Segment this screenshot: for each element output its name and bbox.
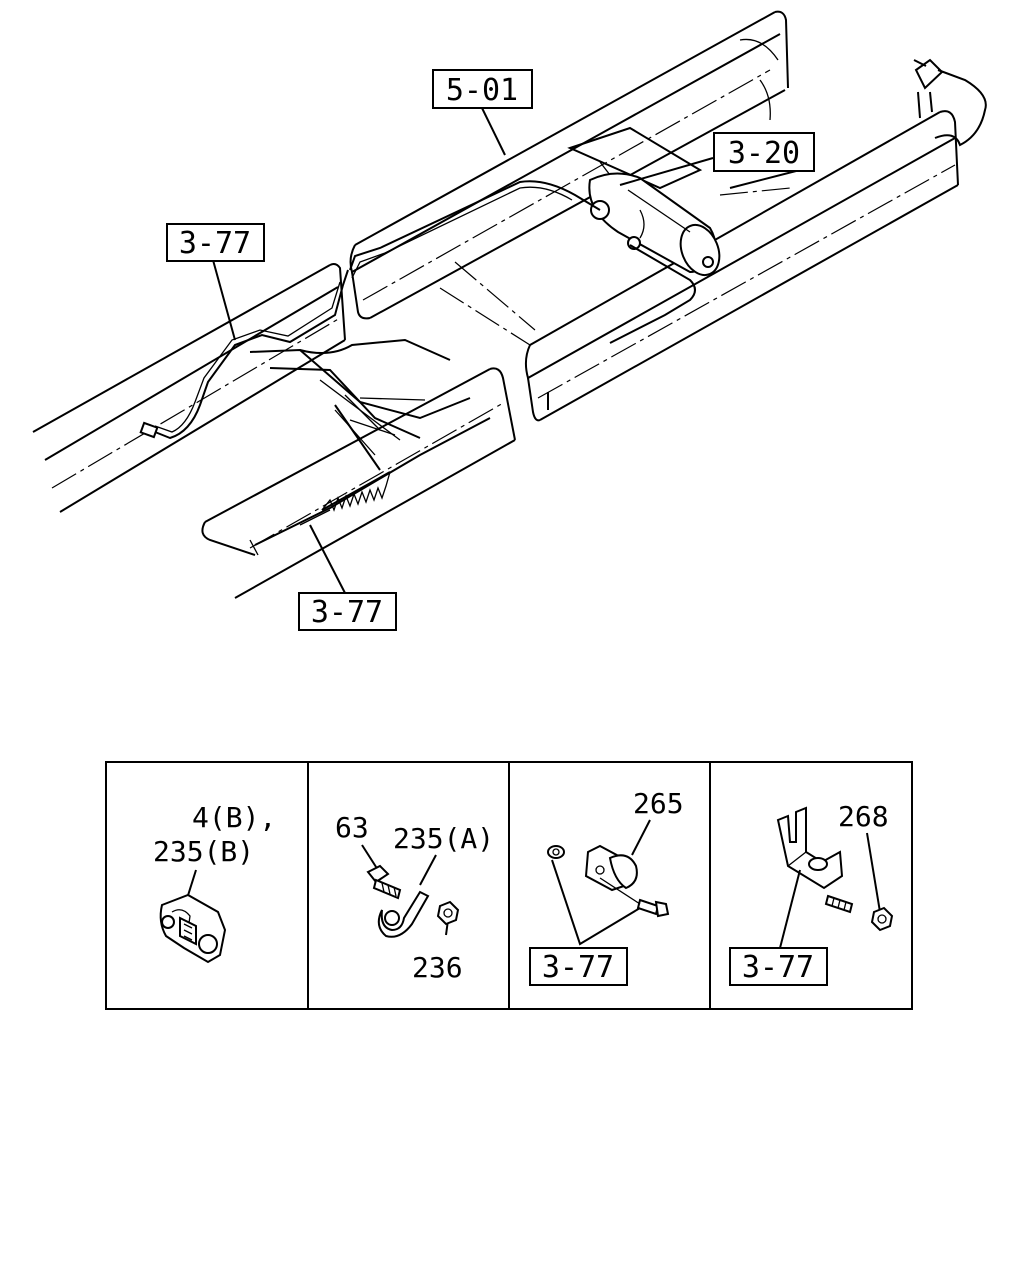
- bolt-part-2: [599, 877, 670, 918]
- cross-members: [249, 126, 801, 471]
- brake-cable: [254, 417, 491, 546]
- air-tank: [588, 172, 721, 277]
- washer-part: [547, 845, 565, 859]
- chassis-frame-drawing: 5-01 3-20 3-77 3-77: [32, 10, 987, 631]
- detail-panel-2: 63 235(A) 236: [335, 811, 494, 984]
- panel-4-ref: 3-77: [742, 950, 814, 985]
- stud-part: [824, 894, 854, 914]
- callout-tank: 3-20: [713, 132, 815, 172]
- brake-pipes: [139, 58, 987, 440]
- lower-frame-rail: [201, 367, 516, 599]
- callout-frame: 5-01: [432, 69, 533, 109]
- p-clip-part: [377, 890, 430, 938]
- cable-spring: [321, 471, 391, 512]
- callout-frame-label: 5-01: [446, 73, 518, 108]
- panel-4-part-a: 268: [838, 800, 889, 833]
- callout-tank-label: 3-20: [728, 136, 800, 171]
- flange-nut-part: [870, 906, 894, 932]
- callout-leaders: [212, 107, 714, 594]
- callout-pipe-bottom: 3-77: [298, 592, 397, 631]
- callout-pipe-left-label: 3-77: [179, 226, 251, 261]
- panel-2-part-b: 235(A): [393, 822, 494, 855]
- callout-pipe-left: 3-77: [166, 223, 265, 262]
- panel-2-part-a: 63: [335, 811, 369, 844]
- right-frame-rail: [349, 10, 789, 320]
- callout-pipe-bottom-label: 3-77: [311, 595, 383, 630]
- nut-part: [436, 900, 460, 926]
- detail-panel-1: 4(B), 235(B): [153, 801, 276, 964]
- detail-panel-3: 265 3-77: [529, 787, 684, 986]
- panel-3-part-a: 265: [633, 787, 684, 820]
- panel-1-label-line1: 4(B),: [192, 801, 276, 834]
- panel-2-part-c: 236: [412, 951, 463, 984]
- detail-panel-4: 268 3-77: [729, 800, 894, 986]
- bolt-part: [366, 864, 402, 900]
- l-bracket-part: [776, 806, 844, 890]
- detail-panels: 4(B), 235(B) 63 235(A) 236: [105, 761, 913, 1010]
- panel-3-ref: 3-77: [542, 950, 614, 985]
- rear-frame-rail: [524, 110, 959, 422]
- clamp-bracket-part: [584, 844, 638, 892]
- double-clip-part: [159, 893, 227, 964]
- panel-1-label-line2: 235(B): [153, 835, 254, 868]
- left-frame-rail: [32, 263, 346, 513]
